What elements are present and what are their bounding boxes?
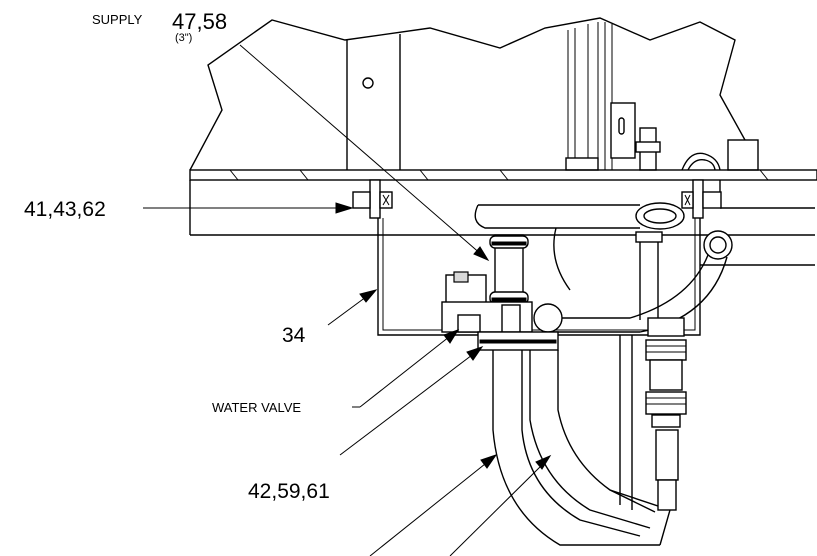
water-valve-label: WATER VALVE (212, 400, 301, 415)
leader-lines (143, 44, 552, 556)
upper-tube (474, 202, 685, 291)
bracket-slot (618, 117, 625, 135)
callout-41-43-62: 41,43,62 (24, 198, 106, 221)
curved-hose-right (533, 230, 733, 333)
supply-numbers-label: 47,58 (172, 9, 227, 34)
upper-housing (189, 17, 759, 171)
supply-prefix-label: SUPPLY (92, 12, 143, 27)
supply-size-label: (3") (175, 32, 192, 44)
left-mount-bolt (352, 179, 393, 219)
callout-34: 34 (282, 324, 306, 347)
callout-42-59-61: 42,59,61 (248, 480, 330, 503)
housing-hole (362, 77, 374, 89)
fittings-stack (619, 231, 687, 511)
water-valve (441, 271, 559, 351)
lower-hoses (492, 350, 671, 546)
right-mount-bolt (681, 179, 722, 219)
